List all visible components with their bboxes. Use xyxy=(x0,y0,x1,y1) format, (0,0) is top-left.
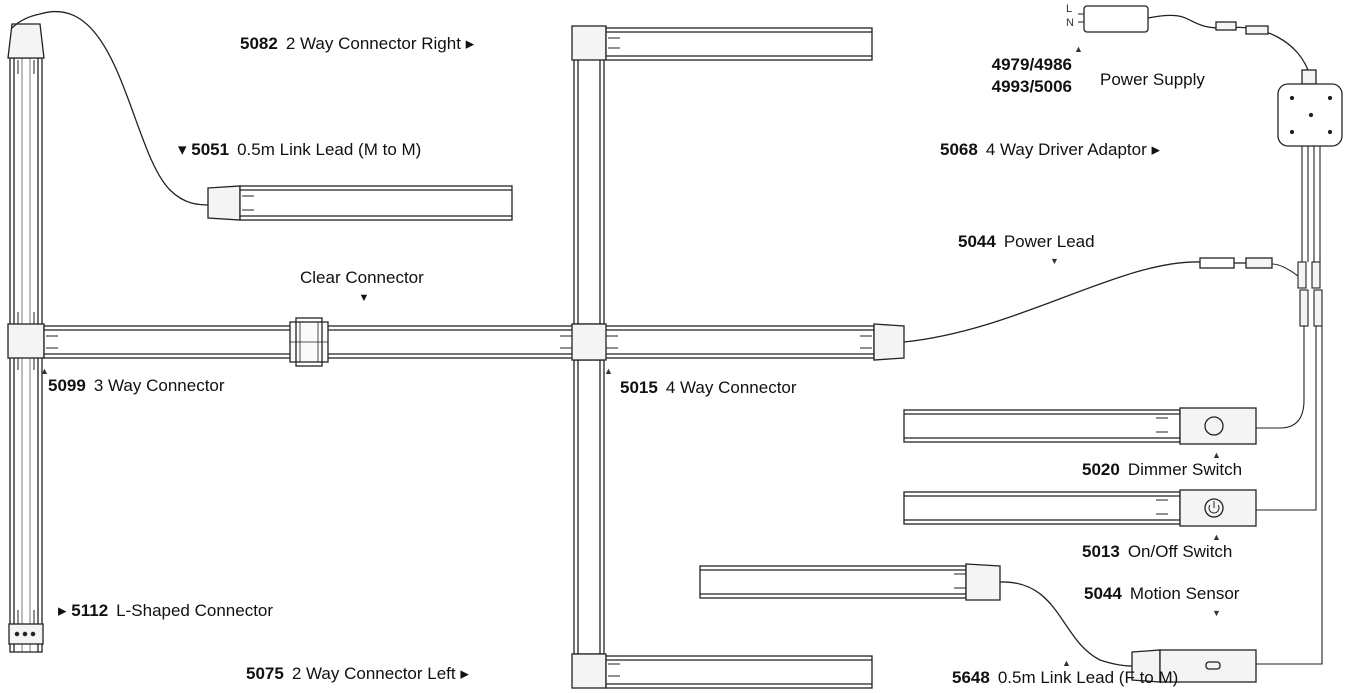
pointer-link-lead-f: ▲ xyxy=(1062,658,1071,668)
terminal-n: N xyxy=(1066,17,1074,29)
part-code: 5648 xyxy=(952,668,990,687)
link-lead-cable-end xyxy=(11,13,41,29)
part-code: 5013 xyxy=(1082,542,1120,561)
label-power-supply-codes: 4979/4986 4993/5006 xyxy=(966,54,1072,98)
pointer-dimmer: ▲ xyxy=(1212,450,1221,460)
label-power-lead: 5044 Power Lead xyxy=(958,232,1095,252)
pointer-power-lead: ▼ xyxy=(1050,256,1059,266)
onoff-switch-shape xyxy=(903,489,1257,527)
pins-top-left xyxy=(17,60,35,74)
motion-sensor-shape xyxy=(699,563,1257,683)
power-supply-shape xyxy=(1078,5,1311,77)
pointer-power-supply: ▲ xyxy=(1074,44,1083,54)
part-code: 5099 xyxy=(48,376,86,395)
part-code: 5044 xyxy=(1084,584,1122,603)
part-code: 4979/4986 xyxy=(991,55,1072,74)
l-shaped-connector xyxy=(8,610,44,645)
part-code: 5075 xyxy=(246,664,284,683)
link-lead-cable xyxy=(39,11,211,206)
part-name: 4 Way Driver Adaptor xyxy=(985,140,1147,159)
part-name: 4 Way Connector xyxy=(665,378,797,397)
part-name: Motion Sensor xyxy=(1129,584,1240,603)
part-code: 5044 xyxy=(958,232,996,251)
label-4way: 5015 4 Way Connector xyxy=(620,378,797,398)
driver-adaptor-shape xyxy=(1277,69,1343,147)
end-cap-main xyxy=(873,323,905,361)
clear-connector-shape xyxy=(289,317,329,367)
four-way-connector xyxy=(571,323,607,361)
pointer-motion: ▼ xyxy=(1212,608,1221,618)
short-profile-top xyxy=(207,185,513,221)
part-name: 0.5m Link Lead (F to M) xyxy=(997,668,1179,687)
adaptor-leads xyxy=(1256,146,1323,665)
part-name: Dimmer Switch xyxy=(1127,460,1243,479)
part-name: L-Shaped Connector xyxy=(116,601,274,620)
pointer-onoff: ▲ xyxy=(1212,532,1221,542)
two-way-connector-left xyxy=(571,653,873,689)
label-dimmer-switch: 5020 Dimmer Switch xyxy=(1082,460,1242,480)
label-motion-sensor: 5044 Motion Sensor xyxy=(1084,584,1239,604)
part-name: 3 Way Connector xyxy=(93,376,225,395)
label-onoff-switch: 5013 On/Off Switch xyxy=(1082,542,1232,562)
part-code: 5015 xyxy=(620,378,658,397)
label-power-supply-name: Power Supply xyxy=(1100,70,1205,89)
terminal-l: L xyxy=(1066,3,1073,15)
pointer-3way: ▲ xyxy=(40,366,49,376)
part-name: On/Off Switch xyxy=(1127,542,1233,561)
pointer-4way: ▲ xyxy=(604,366,613,376)
label-clear-connector: Clear Connector▼ xyxy=(300,268,424,304)
end-cap-top xyxy=(7,23,45,59)
part-name: Power Lead xyxy=(1003,232,1095,251)
part-code: 5020 xyxy=(1082,460,1120,479)
label-3way: 5099 3 Way Connector xyxy=(48,376,225,396)
part-code: 5082 xyxy=(240,34,278,53)
part-name: 2 Way Connector Right xyxy=(285,34,461,53)
part-code: 5112 xyxy=(71,601,109,620)
part-code: 5068 xyxy=(940,140,978,159)
main-horizontal-profile xyxy=(43,325,875,359)
part-code: 4993/5006 xyxy=(991,77,1072,96)
label-link-lead-f-to-m: 5648 0.5m Link Lead (F to M) xyxy=(952,668,1178,688)
part-code: 5051 xyxy=(191,140,230,159)
dimmer-switch-shape xyxy=(903,407,1257,445)
part-name: 2 Way Connector Left xyxy=(291,664,456,683)
power-lead-shape xyxy=(903,257,1273,343)
two-way-connector-right xyxy=(571,25,873,61)
part-name: Clear Connector xyxy=(300,268,424,287)
middle-vertical-profile xyxy=(573,57,605,655)
part-name: 0.5m Link Lead (M to M) xyxy=(237,140,422,159)
